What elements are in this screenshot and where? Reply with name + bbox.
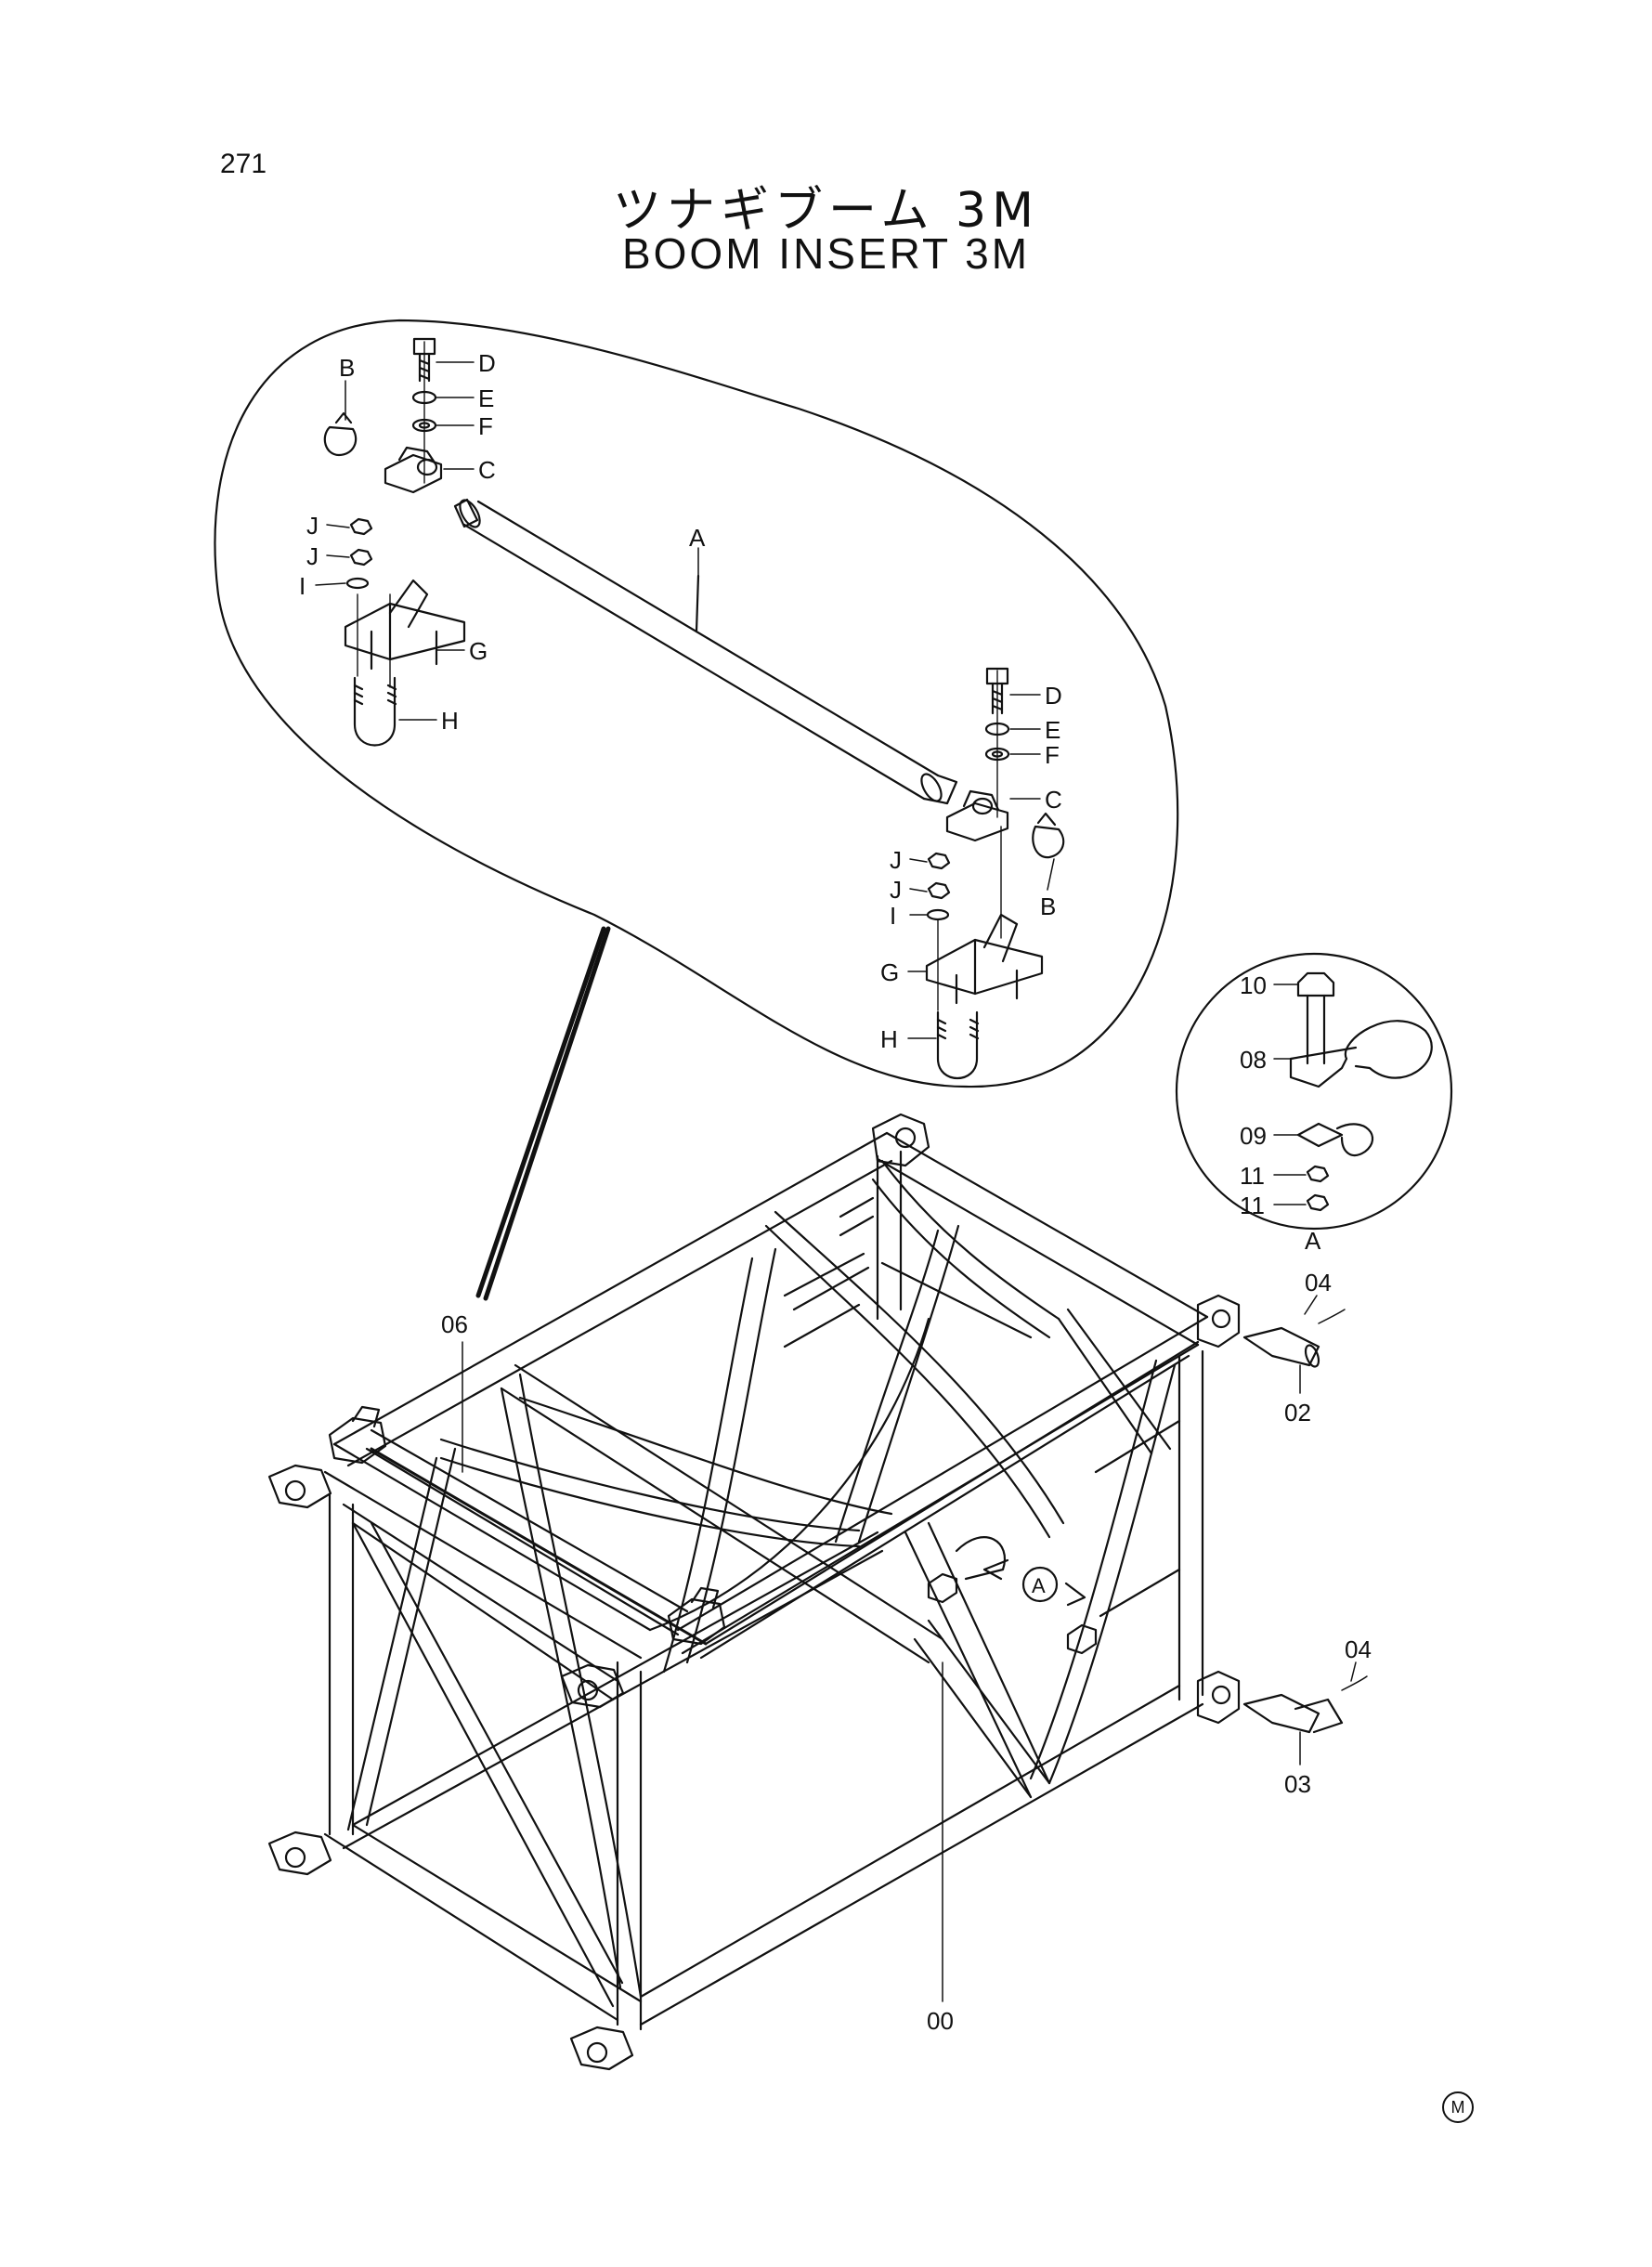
label-j1-right: J [890,846,902,874]
label-h-left: H [441,707,459,735]
page-number: 271 [220,149,267,179]
corner-mark: M [1442,2091,1474,2123]
label-d-right: D [1045,682,1062,710]
label-03: 03 [1284,1770,1311,1798]
pin-03 [1242,1675,1368,1734]
detail-top-leaders [315,361,1055,1039]
main-leaders [462,1295,1357,2002]
label-c-left: C [478,456,496,484]
label-f-right: F [1045,741,1060,769]
label-00: 00 [927,2007,954,2035]
detail-a-circle [1175,952,1453,1231]
detail-a-arrows [982,1558,1086,1607]
label-i-left: I [299,572,306,600]
label-a-marker: A [1032,1574,1046,1597]
left-bearing-cluster [323,337,466,747]
detail-a-leaders [1273,984,1307,1205]
label-06: 06 [441,1310,468,1338]
right-bearing-cluster [925,667,1065,1080]
label-08: 08 [1240,1046,1267,1074]
detail-leader [475,926,606,1298]
label-b-right: B [1040,892,1056,920]
label-h-right: H [880,1025,898,1053]
label-j2-right: J [890,876,902,904]
boom-frame [267,1113,1241,2071]
title-japanese: ツナギブーム 3M [613,183,1039,239]
label-g-left: G [469,637,488,665]
label-02: 02 [1284,1399,1311,1427]
label-detail-a: A [1305,1227,1321,1255]
label-b-left: B [339,354,355,382]
detail-a-marker [1021,1566,1059,1603]
label-e-left: E [478,384,494,412]
label-j2-left: J [306,542,319,570]
label-e-right: E [1045,716,1060,744]
pin-02 [1242,1309,1346,1368]
detail-bubble-outline [214,319,1179,1088]
label-j1-left: J [306,512,319,540]
label-a-shaft: A [689,524,706,552]
label-f-left: F [478,412,493,440]
label-i-right: I [890,902,896,930]
label-04-bottom: 04 [1345,1635,1372,1663]
label-09: 09 [1240,1122,1267,1150]
detail-a-parts [1289,971,1433,1212]
label-11a: 11 [1240,1162,1265,1190]
label-d-left: D [478,349,496,377]
title-english: BOOM INSERT 3M [621,229,1031,278]
labels: B D E F C J J I G H A D E F C J J I B G … [299,349,1372,2035]
label-04-top: 04 [1305,1269,1332,1296]
shaft-a [453,498,958,805]
label-11b: 11 [1240,1192,1265,1219]
label-g-right: G [880,958,899,986]
label-10: 10 [1240,971,1267,999]
label-c-right: C [1045,786,1062,814]
